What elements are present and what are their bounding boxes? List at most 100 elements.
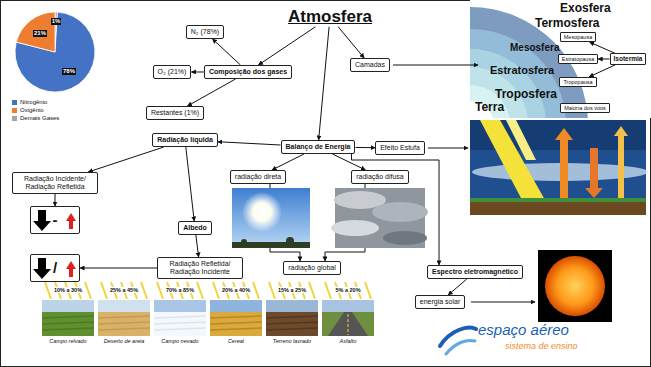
sun-ray — [197, 282, 203, 299]
legend-swatch — [12, 116, 17, 121]
panel-sky — [210, 300, 262, 312]
sun-ray — [131, 282, 137, 299]
panel-ground — [154, 312, 206, 336]
sun-ray — [213, 282, 219, 299]
sun-ray — [157, 282, 163, 299]
pie-value: 78% — [62, 68, 76, 75]
cloud — [331, 220, 379, 236]
layer-name: Exosfera — [560, 2, 611, 15]
sun-ray — [65, 282, 71, 299]
concept-box: Radiação líquida — [152, 133, 218, 147]
node-text: Radiação líquida — [157, 136, 213, 144]
layer-tag: Tropopausa — [559, 77, 596, 87]
sun-photo-ground — [538, 250, 612, 322]
pie-value: 21% — [33, 30, 47, 37]
node-text: Espectro eletromagnético — [432, 268, 518, 276]
sun-ray — [309, 282, 315, 299]
formula-box: - — [30, 206, 80, 234]
exosphere-band — [470, 7, 588, 118]
panel-ground — [266, 312, 318, 336]
panel-sky — [266, 300, 318, 312]
heat-arrow — [618, 136, 624, 198]
concept-box: Radiação Incidente/ Radiação Refletida — [12, 172, 98, 194]
ground-texture — [42, 316, 94, 318]
concept-box: Albedo — [178, 221, 212, 235]
cloud — [383, 231, 427, 245]
layer-name: Troposfera — [495, 88, 557, 101]
gas-pie-chart — [15, 12, 95, 92]
road-line — [348, 314, 349, 335]
legend-row: Oxigênio — [12, 107, 44, 114]
concept-box: Espectro eletromagnético — [427, 265, 523, 279]
connector-arrow — [213, 39, 241, 65]
concept-box: N₂ (78%) — [186, 25, 224, 39]
topic-heading: Atmosfera — [286, 7, 374, 27]
connector-arrow — [355, 147, 375, 148]
panel-sky — [42, 300, 94, 312]
pointer-arrow — [393, 65, 478, 66]
pointer-arrow — [471, 302, 535, 303]
direct-radiation-photo — [232, 188, 310, 248]
surface-name: Terreno lavrado — [273, 338, 311, 344]
ground-texture — [154, 322, 206, 324]
tree — [241, 239, 247, 245]
layer-name: Mesosfera — [510, 42, 559, 53]
layer-name: Estratosfera — [490, 64, 554, 76]
sun-ray — [141, 282, 147, 299]
ground-texture — [210, 322, 262, 324]
connector-arrow — [258, 27, 315, 65]
sun-ray — [345, 282, 351, 299]
node-text: N₂ (78%) — [191, 28, 219, 36]
surface-panel — [322, 282, 374, 336]
greenhouse-illustration — [470, 120, 648, 215]
albedo-value: 5% a 20% — [334, 287, 361, 293]
surface-panel — [98, 282, 150, 336]
sun-beam — [506, 120, 536, 160]
connector-arrow — [191, 71, 204, 72]
connector-arrow — [590, 42, 615, 53]
connector-arrow — [589, 65, 615, 77]
sun-ray — [177, 282, 183, 299]
sun-glare — [242, 192, 282, 232]
connector-arrow — [272, 154, 304, 170]
ground-texture — [98, 316, 150, 318]
ground-texture — [266, 322, 318, 324]
ground-texture — [266, 316, 318, 318]
concept-box: Camadas — [350, 58, 390, 72]
ground-texture — [154, 328, 206, 330]
sun-ray — [279, 282, 285, 299]
sun-ray — [289, 282, 295, 299]
node-text: Tropopausa — [563, 79, 592, 85]
concept-box: radiação direta — [230, 170, 286, 184]
sun-ray — [299, 282, 305, 299]
atmosphere-layers — [470, 0, 651, 118]
node-text: Atmosfera — [288, 7, 372, 27]
sun-ray — [233, 282, 239, 299]
node-text: Composição dos gases — [209, 68, 287, 76]
albedo-value: 15% a 25% — [277, 287, 307, 293]
formula-box: / — [30, 254, 80, 282]
concept-box: Efeito Estufa — [375, 141, 425, 155]
concept-box: energia solar — [415, 295, 465, 309]
surface-name: Asfalto — [340, 338, 357, 344]
layer-name: Termosfera — [535, 17, 599, 30]
concept-box: Restantes (1%) — [146, 106, 204, 120]
thermosphere-band — [470, 29, 566, 118]
earth-band — [470, 101, 494, 118]
concept-box: Radiação Refletida/ Radiação Incidente — [157, 257, 243, 279]
node-text: Maioria dos voos — [564, 105, 606, 111]
albedo-value: 10% a 30% — [53, 287, 83, 293]
pie-slice — [15, 12, 95, 92]
node-text: Efeito Estufa — [380, 144, 420, 152]
mesosphere-band — [470, 49, 546, 118]
panel-sky — [154, 300, 206, 312]
panel-ground — [98, 312, 150, 336]
connector-arrow — [80, 268, 157, 269]
surface-name: Cereal — [228, 338, 244, 344]
connector-arrow — [338, 27, 364, 58]
legend-swatch — [12, 100, 17, 105]
ground-texture — [42, 328, 94, 330]
node-text: energia solar — [420, 298, 460, 306]
